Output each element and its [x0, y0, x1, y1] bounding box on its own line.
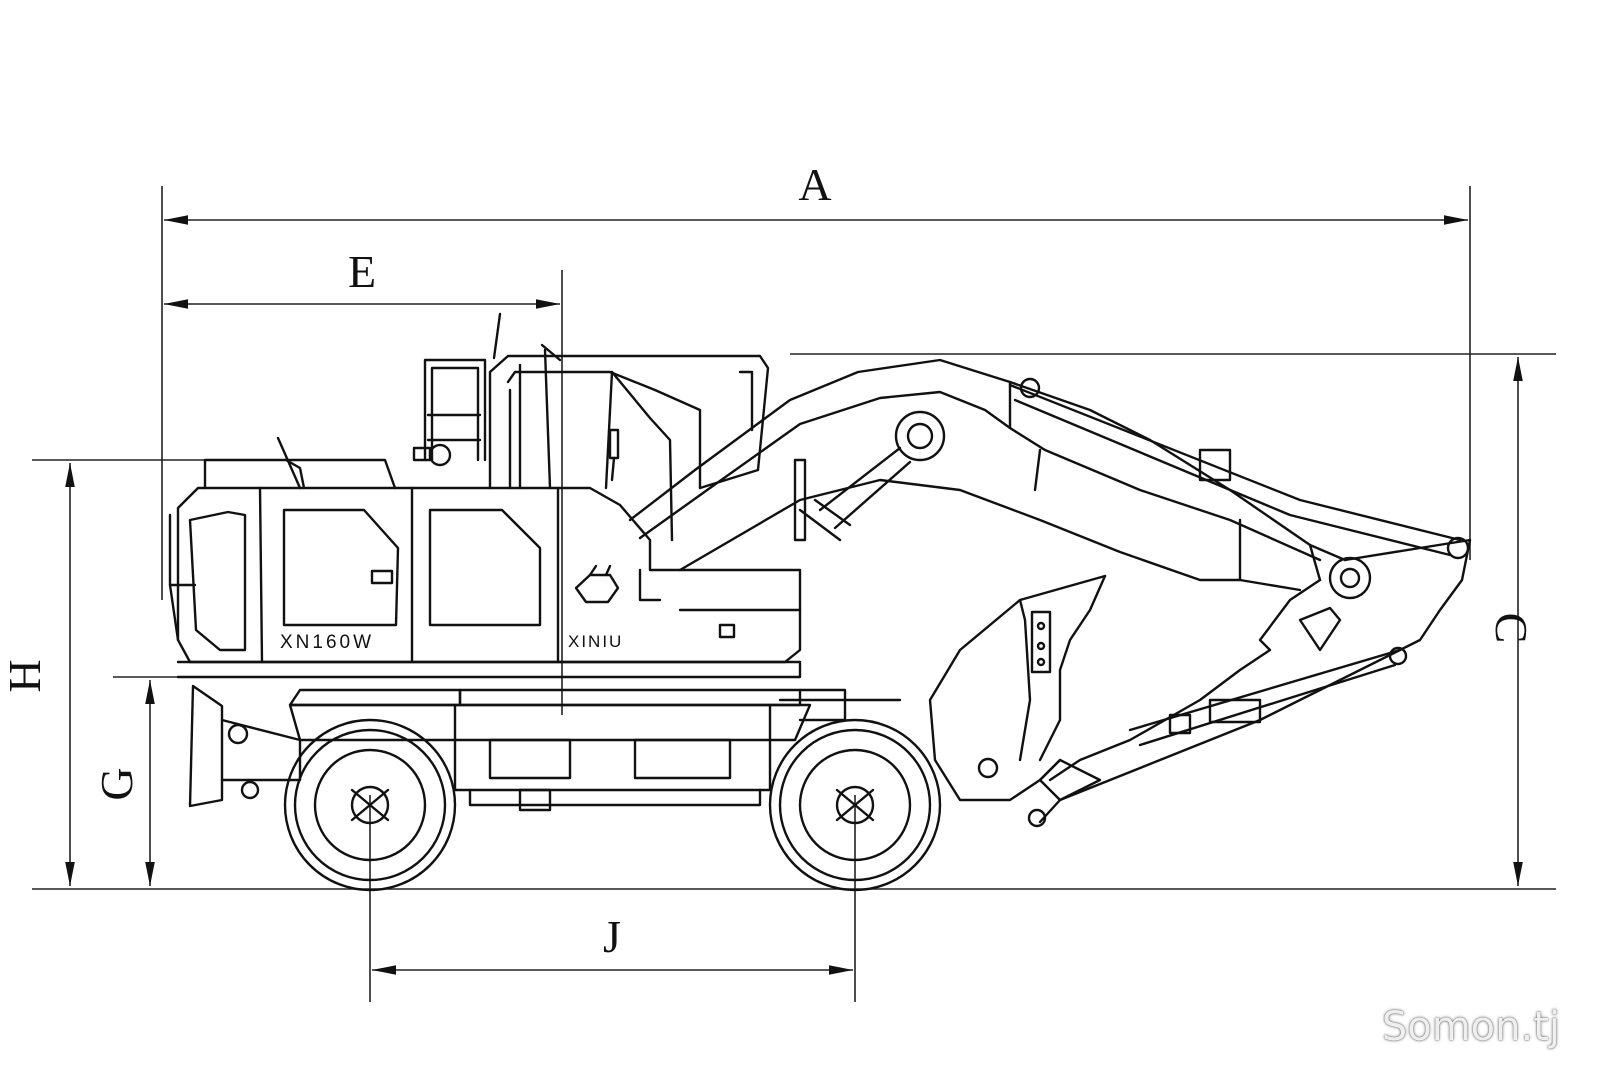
dim-label-h: H: [0, 659, 50, 692]
dimension-labels: A E J H G C: [0, 159, 1537, 962]
rear-wheel: [283, 718, 457, 892]
handrails: [412, 348, 674, 542]
dim-label-c: C: [1486, 613, 1537, 644]
arm-cylinder: [1008, 377, 1462, 557]
dozer-blade: [188, 684, 302, 808]
side-mirror: [608, 428, 620, 482]
bucket-cylinder: [1038, 646, 1408, 802]
cab: [488, 343, 770, 490]
watermark: Somon.tj: [1381, 1004, 1560, 1050]
dim-label-a: A: [798, 159, 831, 210]
dimension-lines: [32, 186, 1556, 1002]
front-wheel: [768, 718, 942, 892]
exhaust-and-antenna: [276, 312, 502, 490]
boom: [628, 358, 1347, 592]
excavator: [168, 312, 1472, 892]
upper-body: [168, 458, 802, 679]
dim-label-e: E: [348, 246, 376, 297]
dim-label-g: G: [91, 767, 142, 800]
arm: [1038, 536, 1472, 824]
chassis: [288, 688, 902, 812]
dim-label-j: J: [603, 911, 621, 962]
brand-label: XINIU: [568, 632, 623, 651]
boom-cylinder: [793, 410, 946, 542]
brand-mascot: [574, 564, 620, 604]
model-label: XN160W: [280, 632, 374, 653]
bucket: [928, 574, 1107, 828]
